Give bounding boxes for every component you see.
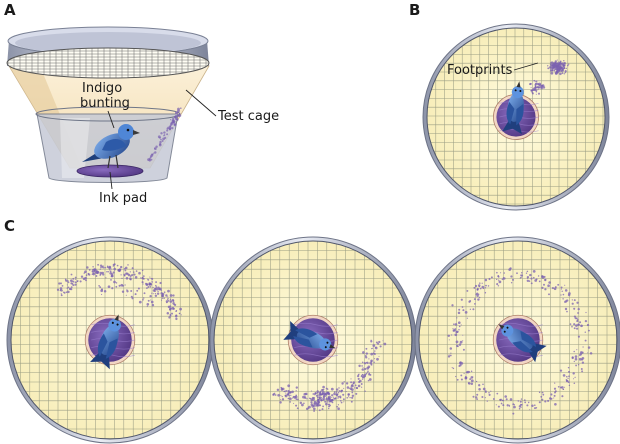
indigo-bunting-bird <box>502 81 524 135</box>
indigo-bunting-bird <box>90 314 121 370</box>
indigo-bunting-bird <box>283 321 336 351</box>
footprints-label: Footprints <box>447 63 513 78</box>
panel-c: C <box>4 217 620 444</box>
test-cage-leader-line <box>185 89 217 117</box>
ink-pad <box>76 164 144 178</box>
test-cage-label: Test cage <box>217 109 279 124</box>
bird-label-line1: Indigo <box>82 81 122 96</box>
cage-floor-c3 <box>414 236 620 444</box>
panel-b-letter: B <box>409 1 420 19</box>
panel-b: B Footprints <box>409 1 610 211</box>
bird-leader-line <box>107 110 115 129</box>
cage-rim-inner <box>15 32 201 54</box>
cage-floor-b <box>422 23 610 211</box>
indigo-bunting-bird <box>498 324 547 363</box>
indigo-bunting-bird <box>82 124 140 169</box>
cage-floor-c2 <box>209 236 417 444</box>
cage-floor-c1 <box>6 236 214 444</box>
panel-a-letter: A <box>4 1 16 19</box>
test-cage-funnel <box>6 26 210 183</box>
panel-c-letter: C <box>4 217 15 235</box>
panel-a: A <box>4 1 279 206</box>
bird-label-line2: bunting <box>80 96 130 111</box>
ink-pad-label: Ink pad <box>99 191 147 206</box>
footprint-streak <box>147 107 182 162</box>
footprints-leader-line <box>513 62 539 71</box>
ink-pad-leader-line <box>109 171 113 190</box>
cage-base-highlight <box>60 118 90 178</box>
